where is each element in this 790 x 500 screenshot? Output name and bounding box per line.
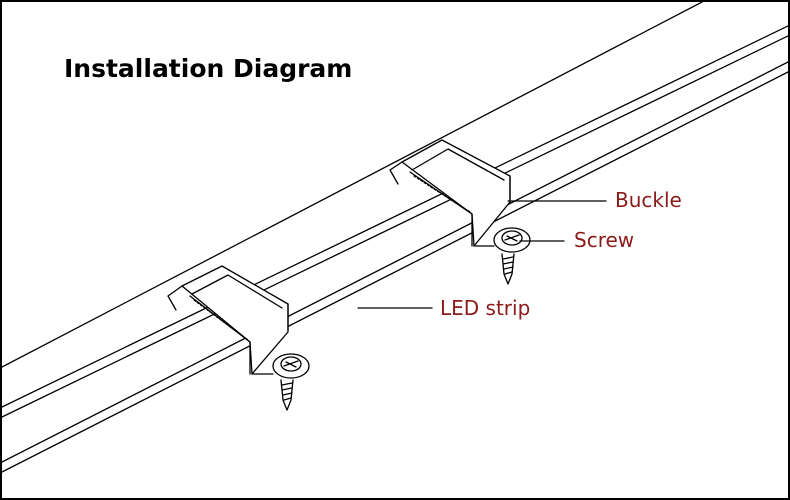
page-title: Installation Diagram <box>64 54 353 83</box>
label-screw: Screw <box>574 228 635 252</box>
label-led-strip: LED strip <box>440 296 531 320</box>
led-strip <box>2 2 788 473</box>
screw-front <box>251 353 310 411</box>
label-buckle: Buckle <box>615 188 682 212</box>
buckle-rear <box>389 139 511 247</box>
buckle-front <box>167 265 289 375</box>
screw-rear <box>473 227 531 285</box>
leader-lines <box>357 200 607 309</box>
